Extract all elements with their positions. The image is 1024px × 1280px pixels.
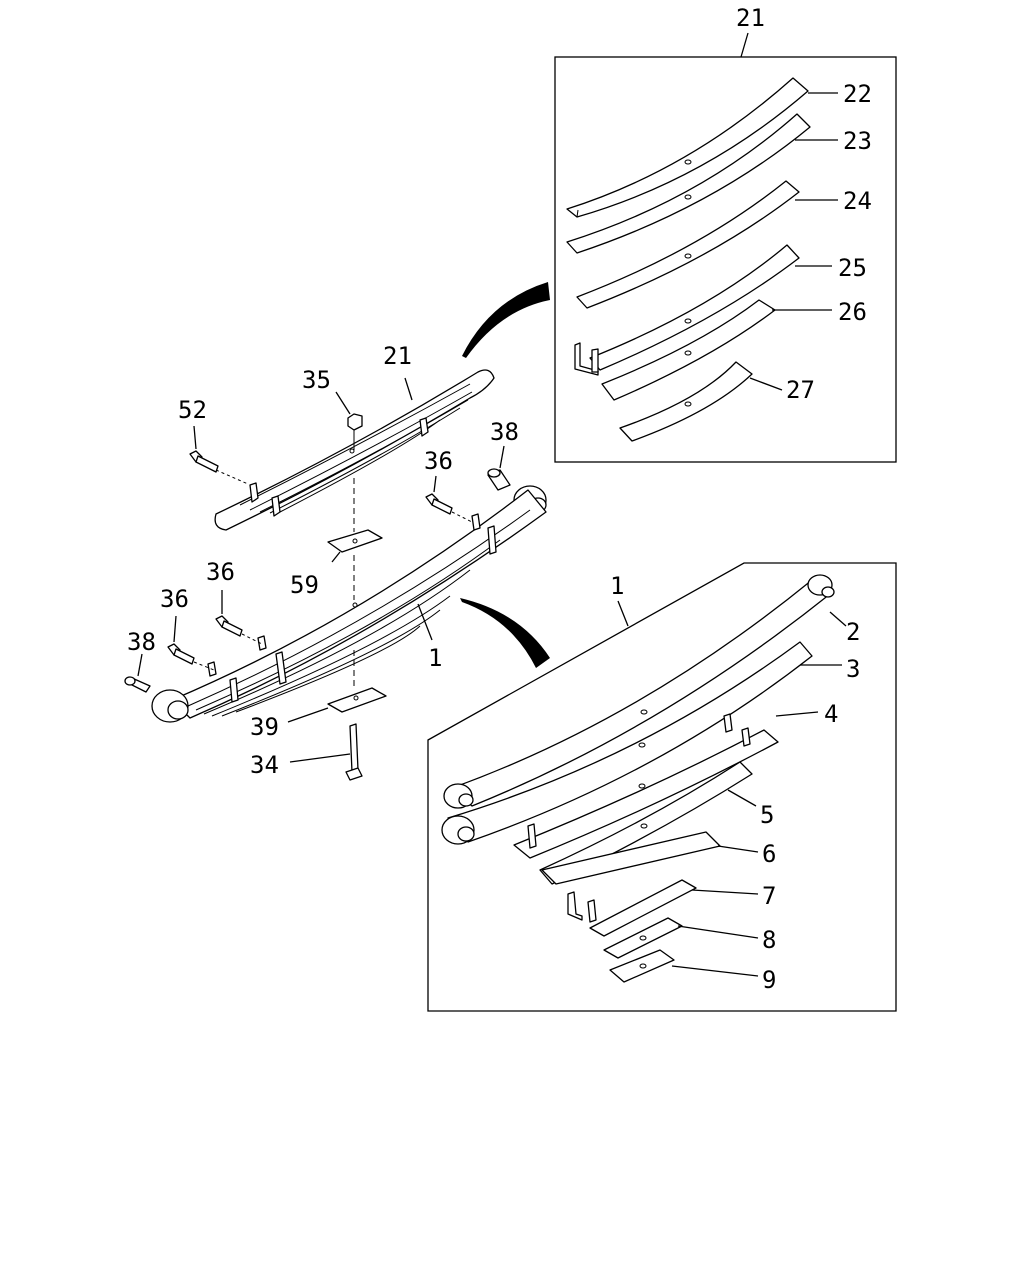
label-59: 59: [290, 571, 319, 599]
leaf-2: [451, 579, 831, 807]
spring-assembly-1: 1: [151, 485, 547, 723]
label-23: 23: [843, 127, 872, 155]
label-5: 5: [760, 801, 774, 829]
label-34: 34: [250, 751, 279, 779]
curved-arrow-bottom: [460, 598, 550, 668]
bolt-34: 34: [250, 723, 363, 781]
label-1-box: 1: [610, 572, 624, 600]
leaf-3: [447, 641, 813, 843]
label-39: 39: [250, 713, 279, 741]
label-36-a: 36: [424, 447, 453, 475]
label-25: 25: [838, 254, 867, 282]
label-26: 26: [838, 298, 867, 326]
bolt-36-mid: 36: [206, 558, 263, 645]
bolt-36-top: 36: [424, 447, 473, 523]
label-6: 6: [762, 840, 776, 868]
leaf-4: [513, 729, 779, 859]
label-9: 9: [762, 966, 776, 994]
leaf-22: [566, 77, 809, 218]
bolt-36-low: 36: [160, 585, 215, 671]
label-3: 3: [846, 655, 860, 683]
leaf-7: [589, 879, 697, 937]
label-8: 8: [762, 926, 776, 954]
label-35: 35: [302, 366, 331, 394]
label-36-b: 36: [206, 558, 235, 586]
leaf-27: [619, 361, 753, 442]
label-21-main: 21: [383, 342, 412, 370]
detail-box-21: 21 22 23 24 25 26 27: [554, 4, 897, 463]
leaf-25: [589, 244, 800, 371]
label-38-top: 38: [490, 418, 519, 446]
leaf-24: [576, 180, 800, 309]
bush-38-left: 38: [124, 628, 156, 693]
label-52: 52: [178, 396, 207, 424]
label-38-left: 38: [127, 628, 156, 656]
detail-box-1: 1 2 3 4 5 6: [427, 562, 897, 1012]
spring-assembly-21: 21: [214, 342, 495, 531]
bolt-52: 52: [178, 396, 249, 485]
pad-39: 39: [250, 687, 387, 741]
label-22: 22: [843, 80, 872, 108]
label-24: 24: [843, 187, 872, 215]
curved-arrow-top: [462, 282, 550, 358]
leaf-23: [566, 113, 811, 254]
pad-59: 59: [290, 529, 383, 600]
label-27: 27: [786, 376, 815, 404]
bush-38-top: 38: [487, 418, 519, 491]
label-1-main: 1: [428, 644, 442, 672]
label-21-top: 21: [736, 4, 765, 32]
label-36-c: 36: [160, 585, 189, 613]
label-2: 2: [846, 618, 860, 646]
label-4: 4: [824, 700, 838, 728]
label-7: 7: [762, 882, 776, 910]
nut-35: 35: [302, 366, 363, 450]
